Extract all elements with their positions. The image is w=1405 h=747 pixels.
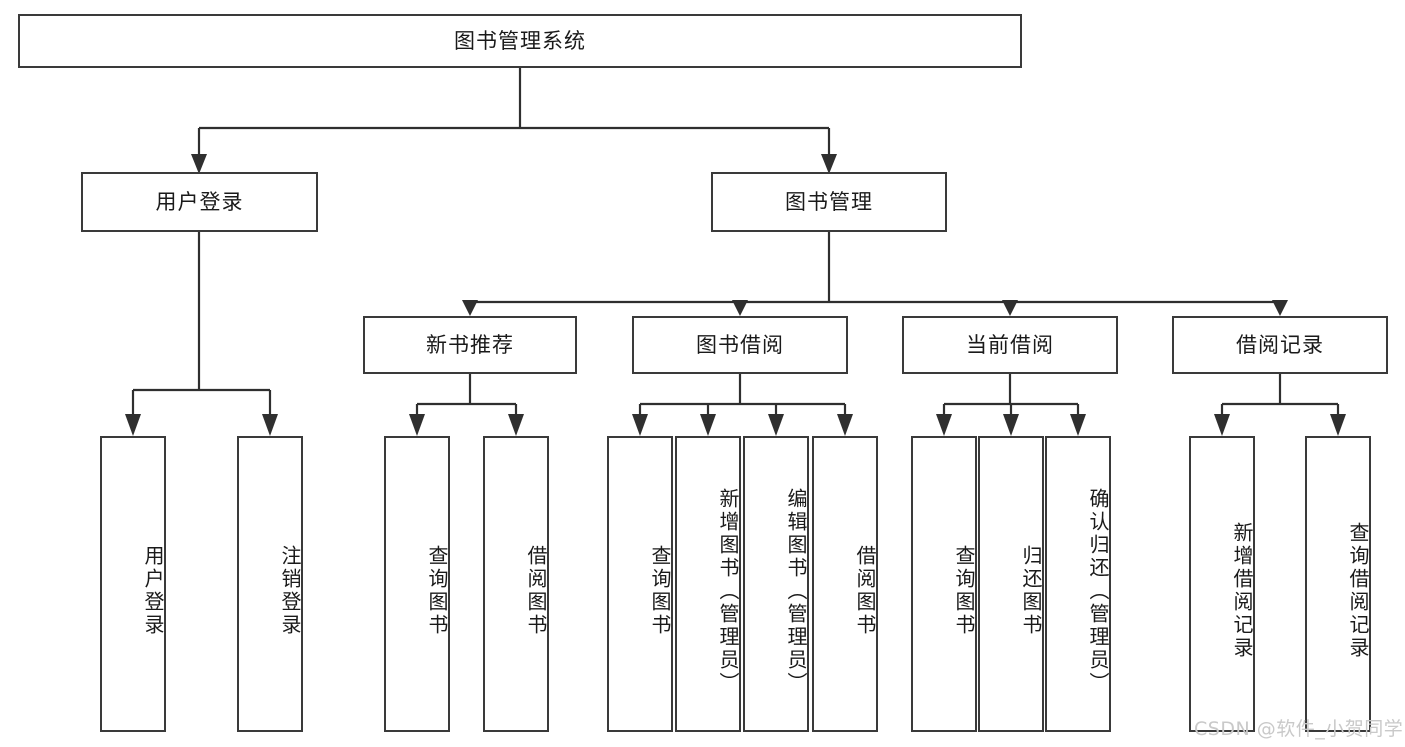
leaf-bookborrow-query-book[interactable]: 查询图书 <box>607 436 673 732</box>
arrow-bb-query <box>632 414 648 436</box>
arrow-leaf-logout <box>262 414 278 436</box>
leaf-bookborrow-borrow-book-label: 借阅图书 <box>853 545 877 637</box>
node-root-label: 图书管理系统 <box>454 28 586 53</box>
arrow-nb-query <box>409 414 425 436</box>
arrow-user-login <box>191 154 207 174</box>
leaf-currentborrow-query-book[interactable]: 查询图书 <box>911 436 977 732</box>
leaf-borrowrecord-query-record[interactable]: 查询借阅记录 <box>1305 436 1371 732</box>
node-new-book-recommend[interactable]: 新书推荐 <box>363 316 577 374</box>
node-book-management[interactable]: 图书管理 <box>711 172 947 232</box>
arrow-bb-edit <box>768 414 784 436</box>
leaf-logout[interactable]: 注销登录 <box>237 436 303 732</box>
node-current-borrow[interactable]: 当前借阅 <box>902 316 1118 374</box>
arrow-cb-query <box>936 414 952 436</box>
leaf-newbook-query-book[interactable]: 查询图书 <box>384 436 450 732</box>
leaf-newbook-borrow-book-label: 借阅图书 <box>524 545 548 637</box>
leaf-bookborrow-edit-book-label: 编辑图书（管理员） <box>784 487 808 695</box>
leaf-currentborrow-query-book-label: 查询图书 <box>952 545 976 637</box>
leaf-currentborrow-return-book[interactable]: 归还图书 <box>978 436 1044 732</box>
leaf-bookborrow-add-book-label: 新增图书（管理员） <box>716 487 740 695</box>
node-user-login-label: 用户登录 <box>155 189 244 214</box>
leaf-bookborrow-edit-book[interactable]: 编辑图书（管理员） <box>743 436 809 732</box>
arrow-book-borrow <box>732 300 748 316</box>
leaf-bookborrow-query-book-label: 查询图书 <box>648 545 672 637</box>
arrow-bb-add <box>700 414 716 436</box>
leaf-currentborrow-confirm-return[interactable]: 确认归还（管理员） <box>1045 436 1111 732</box>
arrow-cb-return <box>1003 414 1019 436</box>
arrow-cb-confirm <box>1070 414 1086 436</box>
leaf-bookborrow-borrow-book[interactable]: 借阅图书 <box>812 436 878 732</box>
arrow-current-borrow <box>1002 300 1018 316</box>
node-current-borrow-label: 当前借阅 <box>966 332 1054 357</box>
arrow-book-mgmt <box>821 154 837 174</box>
arrow-borrow-record <box>1272 300 1288 316</box>
node-book-management-label: 图书管理 <box>785 189 873 214</box>
arrow-bb-borrow <box>837 414 853 436</box>
leaf-user-login[interactable]: 用户登录 <box>100 436 166 732</box>
node-user-login[interactable]: 用户登录 <box>81 172 318 232</box>
node-root-system[interactable]: 图书管理系统 <box>18 14 1022 68</box>
leaf-bookborrow-add-book[interactable]: 新增图书（管理员） <box>675 436 741 732</box>
leaf-borrowrecord-add-record[interactable]: 新增借阅记录 <box>1189 436 1255 732</box>
arrow-nb-borrow <box>508 414 524 436</box>
leaf-borrowrecord-query-record-label: 查询借阅记录 <box>1346 522 1370 660</box>
node-book-borrow[interactable]: 图书借阅 <box>632 316 848 374</box>
leaf-borrowrecord-add-record-label: 新增借阅记录 <box>1230 522 1254 660</box>
leaf-currentborrow-return-book-label: 归还图书 <box>1019 545 1043 637</box>
arrow-br-add <box>1214 414 1230 436</box>
node-borrow-record[interactable]: 借阅记录 <box>1172 316 1388 374</box>
leaf-logout-label: 注销登录 <box>278 545 302 637</box>
leaf-newbook-borrow-book[interactable]: 借阅图书 <box>483 436 549 732</box>
arrow-leaf-user-login <box>125 414 141 436</box>
arrow-new-book <box>462 300 478 316</box>
node-borrow-record-label: 借阅记录 <box>1236 332 1324 357</box>
leaf-user-login-label: 用户登录 <box>141 545 165 637</box>
arrow-br-query <box>1330 414 1346 436</box>
leaf-currentborrow-confirm-return-label: 确认归还（管理员） <box>1086 487 1110 695</box>
node-new-book-recommend-label: 新书推荐 <box>426 332 514 357</box>
leaf-newbook-query-book-label: 查询图书 <box>425 545 449 637</box>
node-book-borrow-label: 图书借阅 <box>696 332 784 357</box>
